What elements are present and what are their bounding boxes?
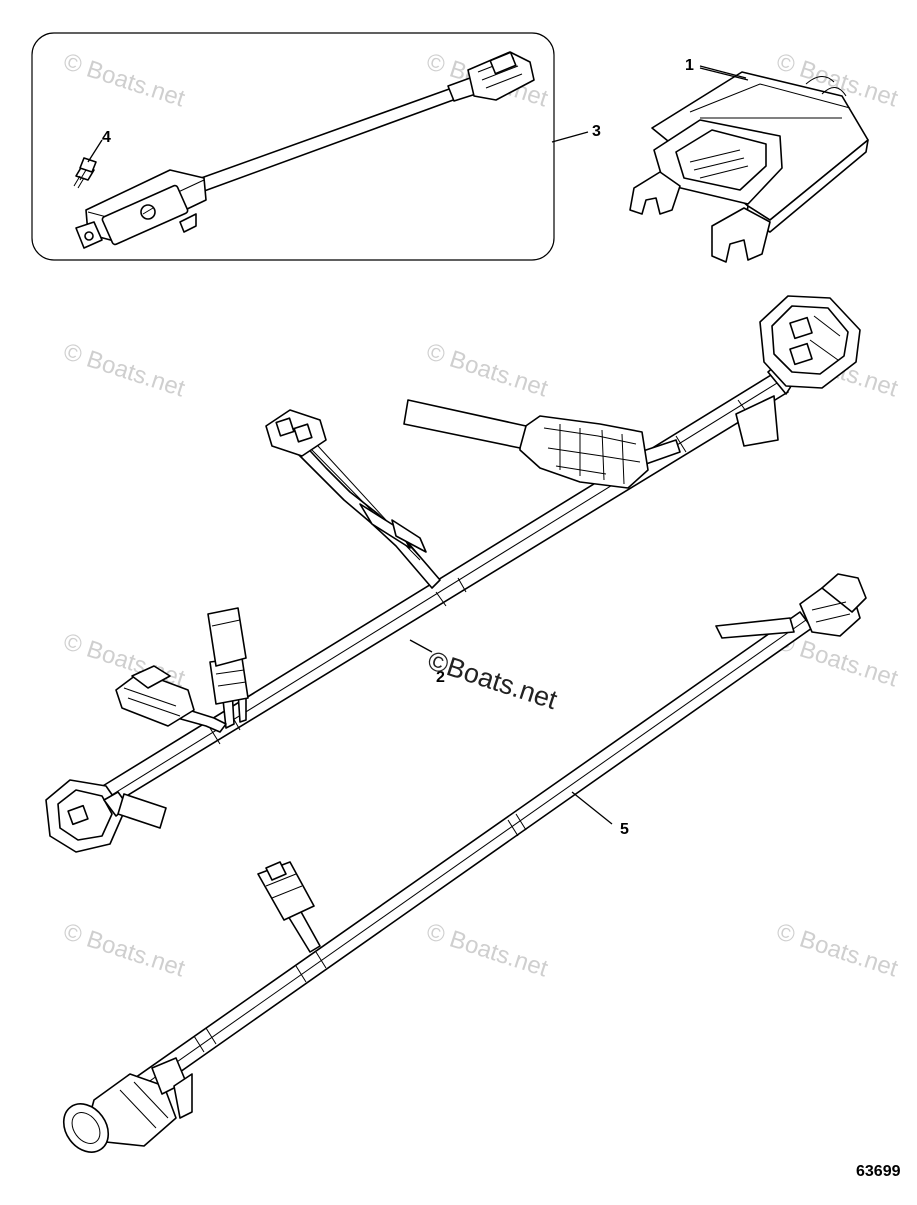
inset-frame	[31, 32, 555, 261]
watermark: © Boats.net	[60, 918, 188, 983]
watermark: © Boats.net	[423, 918, 551, 983]
watermark: © Boats.net	[60, 338, 188, 403]
watermark-main: ©Boats.net	[424, 645, 561, 715]
part-2-engine-harness	[45, 295, 861, 853]
watermark: © Boats.net	[423, 338, 551, 403]
callout-4: 4	[102, 129, 111, 146]
part-1-control-module	[629, 65, 869, 263]
callout-2: 2	[436, 669, 445, 686]
part-4-screw	[73, 139, 103, 189]
watermark: © Boats.net	[60, 48, 188, 113]
figure-id: 63699	[856, 1163, 901, 1180]
leader-lines	[409, 67, 749, 825]
callout-3: 3	[592, 123, 601, 140]
callout-1: 1	[685, 57, 694, 74]
part-5-harness	[62, 573, 867, 1153]
part-3-sensor-harness	[75, 51, 535, 249]
callout-5: 5	[620, 821, 629, 838]
watermark: © Boats.net	[773, 918, 901, 983]
